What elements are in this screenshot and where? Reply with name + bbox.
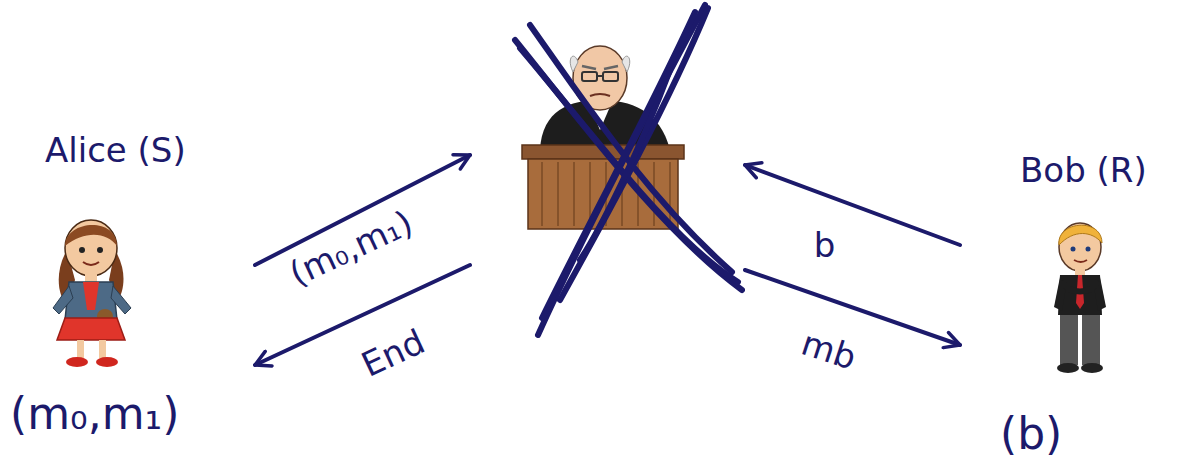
message-label: (m₀,m₁) <box>283 202 418 294</box>
party-input: (b) <box>1000 408 1062 459</box>
party-input: (m₀,m₁) <box>10 388 179 439</box>
judge-node <box>470 0 745 345</box>
message-label: b <box>814 225 836 265</box>
party-name: Bob (R) <box>1020 150 1147 190</box>
message-arrow <box>745 165 960 245</box>
judge-figure <box>470 0 745 345</box>
bob-node: Bob (R) (b) <box>960 150 1180 470</box>
party-name: Alice (S) <box>45 130 186 170</box>
alice-figure <box>45 210 140 370</box>
alice-node: Alice (S) (m₀,m₁) <box>5 130 255 470</box>
message-label: End <box>355 321 430 385</box>
message-arrow <box>745 270 960 345</box>
message-label: mb <box>796 322 860 377</box>
bob-figure <box>1050 215 1110 375</box>
